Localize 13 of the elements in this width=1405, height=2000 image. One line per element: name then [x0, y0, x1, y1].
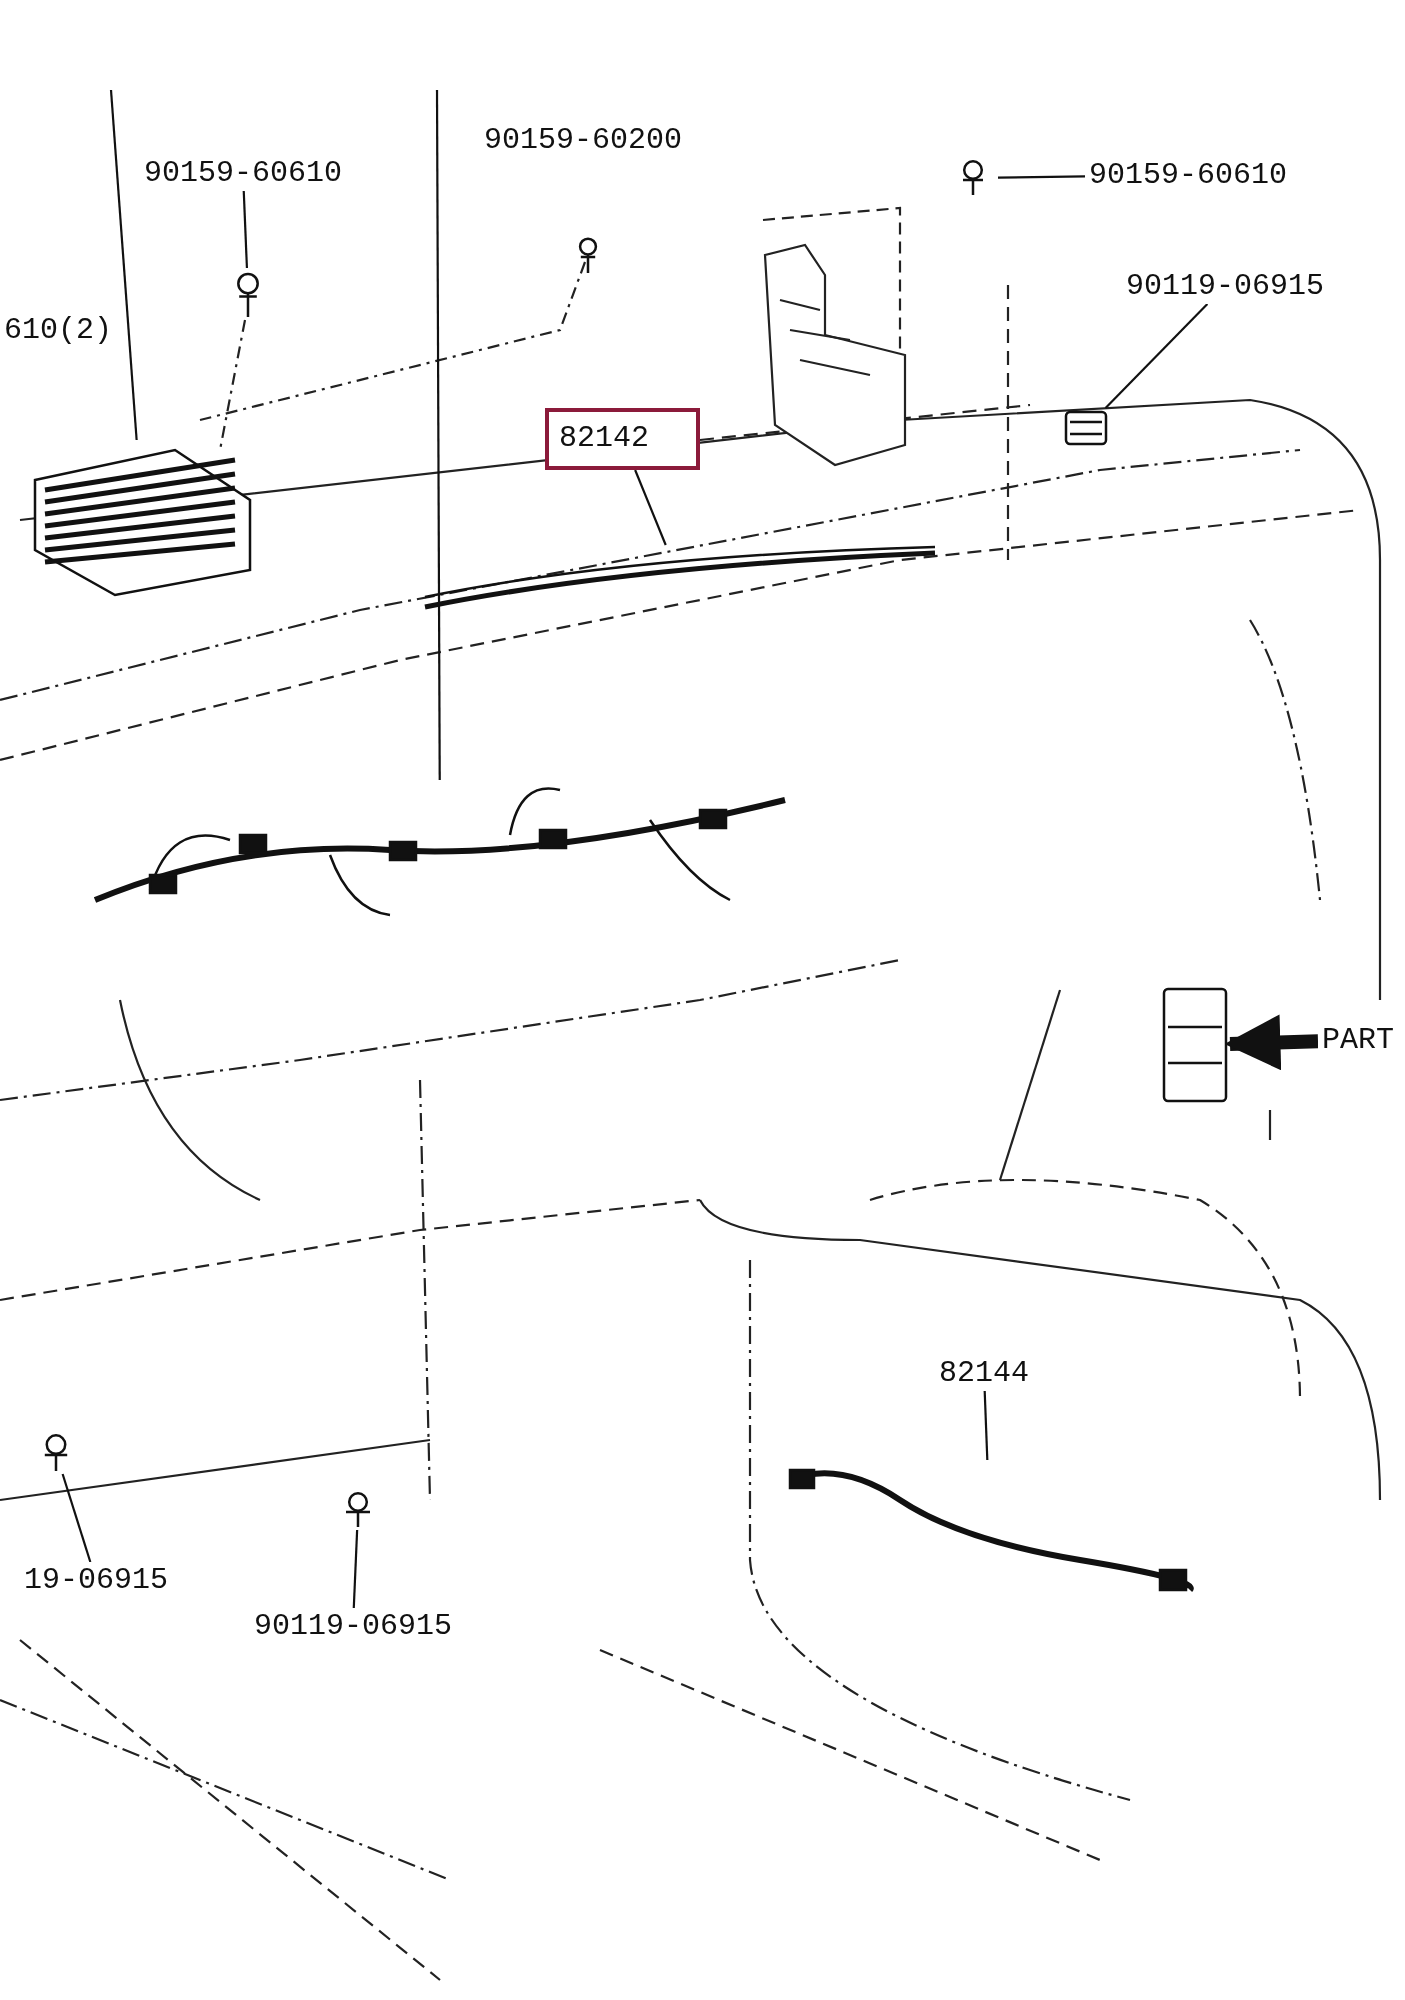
connector-drawing	[1160, 985, 1230, 1105]
leader-line	[242, 190, 249, 269]
leader-line	[634, 469, 667, 546]
leader-line	[998, 175, 1085, 179]
boxed-part-number: 82142	[545, 408, 700, 470]
leader-line	[109, 89, 138, 441]
leader-line	[983, 1390, 989, 1461]
leader-line	[352, 1529, 359, 1609]
arrow	[1224, 1014, 1319, 1071]
leader-line	[435, 90, 441, 780]
leader-line	[61, 1473, 92, 1563]
leader-line	[1104, 303, 1209, 409]
connector-drawing	[1062, 408, 1110, 448]
